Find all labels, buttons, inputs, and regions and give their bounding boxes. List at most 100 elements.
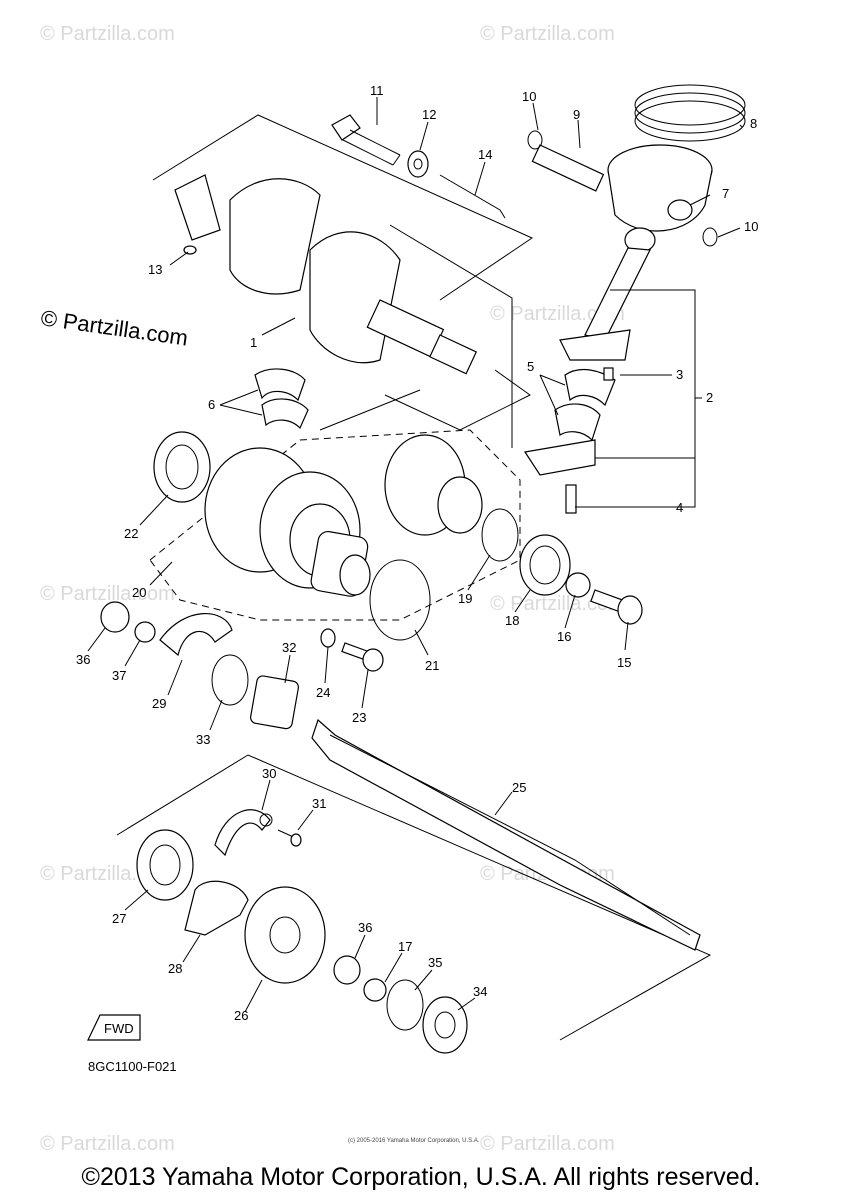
fwd-label: FWD: [104, 1021, 134, 1036]
bolt-11: [331, 114, 401, 166]
callout-6: 6: [208, 397, 215, 412]
bearing-32: [250, 675, 300, 730]
watermark: © Partzilla.com: [40, 1133, 175, 1155]
callout-5: 5: [527, 359, 534, 374]
connecting-rod-2: [559, 227, 656, 361]
callout-22: 22: [124, 526, 138, 541]
callout-labels: 11 12 14 13 1 10 9 8 7 10 3 2 5 4 6 22 2…: [76, 83, 758, 1023]
small-print: (c) 2005-2016 Yamaha Motor Corporation, …: [348, 1138, 480, 1144]
callout-12: 12: [422, 107, 436, 122]
bearing-34: [422, 996, 468, 1054]
callout-21: 21: [425, 658, 439, 673]
callout-18: 18: [505, 613, 519, 628]
callout-1: 1: [250, 335, 257, 350]
callout-33: 33: [196, 732, 210, 747]
piston-pin-9: [531, 144, 605, 192]
callout-28: 28: [168, 961, 182, 976]
callout-30: 30: [262, 766, 276, 781]
fwd-arrow-icon: FWD: [87, 1014, 141, 1041]
gear-assembly-20: [204, 434, 483, 597]
callout-9: 9: [573, 107, 580, 122]
callout-8: 8: [750, 116, 757, 131]
nut-36: [333, 955, 361, 985]
diagram-code: 8GC1100-F021: [88, 1059, 177, 1074]
bearing-22: [153, 431, 211, 503]
nut-36: [100, 601, 130, 633]
bolt-23: [341, 642, 384, 672]
gear-group-outline: [149, 429, 521, 621]
bearing-5: [564, 368, 616, 407]
callout-11: 11: [370, 83, 384, 98]
reference-outlines: [116, 114, 712, 1041]
callout-16: 16: [557, 629, 571, 644]
dowel-3: [603, 367, 614, 381]
callout-29: 29: [152, 696, 166, 711]
callout-32: 32: [282, 640, 296, 655]
oring-19: [481, 508, 519, 562]
leader-lines: [87, 97, 743, 1013]
callout-4: 4: [676, 500, 683, 515]
piston-7: [607, 144, 713, 232]
plate-16: [565, 572, 591, 598]
callout-10: 10: [744, 219, 758, 234]
rod-bolt: [565, 484, 577, 514]
crank-group-outline: [152, 114, 534, 301]
copyright-notice: ©2013 Yamaha Motor Corporation, U.S.A. A…: [81, 1163, 761, 1191]
watermark: © Partzilla.com: [40, 583, 175, 605]
callout-19: 19: [458, 591, 472, 606]
callout-10: 10: [522, 89, 536, 104]
gear-26: [244, 886, 326, 984]
rod-cap-4: [523, 439, 596, 476]
clip-10: [702, 227, 718, 247]
crank-group-outline-lower: [384, 369, 531, 431]
callout-31: 31: [312, 796, 326, 811]
rod-group-line: [389, 224, 513, 448]
bolt-15: [590, 589, 643, 625]
callout-15: 15: [617, 655, 631, 670]
callout-14: 14: [478, 147, 492, 162]
oring-21: [369, 559, 431, 641]
watermark: © Partzilla.com: [490, 303, 625, 325]
clip-10: [527, 130, 543, 150]
callout-37: 37: [112, 668, 126, 683]
callout-24: 24: [316, 685, 330, 700]
callout-20: 20: [132, 585, 146, 600]
callout-27: 27: [112, 911, 126, 926]
pin-14: [439, 174, 506, 219]
callout-7: 7: [722, 186, 729, 201]
circlip-33: [211, 654, 249, 706]
bracket-30: [214, 809, 271, 857]
bearing-6: [261, 398, 309, 430]
watermark: © Partzilla.com: [40, 23, 175, 45]
bearing-5: [554, 403, 601, 442]
washer-12: [407, 150, 429, 178]
ref-line: [319, 389, 421, 431]
callout-3: 3: [676, 367, 683, 382]
partzilla-watermark: © Partzilla.com: [39, 305, 189, 350]
callout-36: 36: [358, 920, 372, 935]
shaft-group-outline: [116, 754, 712, 1041]
bearing-6: [254, 368, 306, 402]
callout-35: 35: [428, 955, 442, 970]
watermark: © Partzilla.com: [480, 1133, 615, 1155]
collar-29: [159, 612, 233, 657]
callout-2: 2: [706, 390, 713, 405]
crankshaft-1: [174, 174, 478, 375]
washer-17: [363, 978, 387, 1002]
washer-37: [134, 621, 156, 643]
callout-26: 26: [234, 1008, 248, 1023]
callout-25: 25: [512, 780, 526, 795]
callout-23: 23: [352, 710, 366, 725]
screw-31: [277, 829, 302, 847]
bearing-18: [519, 534, 571, 596]
circlip-35: [386, 979, 424, 1031]
callout-36: 36: [76, 652, 90, 667]
callout-13: 13: [148, 262, 162, 277]
collar-28: [184, 880, 249, 936]
bearing-27: [136, 829, 194, 901]
callout-34: 34: [473, 984, 487, 999]
callout-17: 17: [398, 939, 412, 954]
shaft-25: [311, 718, 701, 951]
